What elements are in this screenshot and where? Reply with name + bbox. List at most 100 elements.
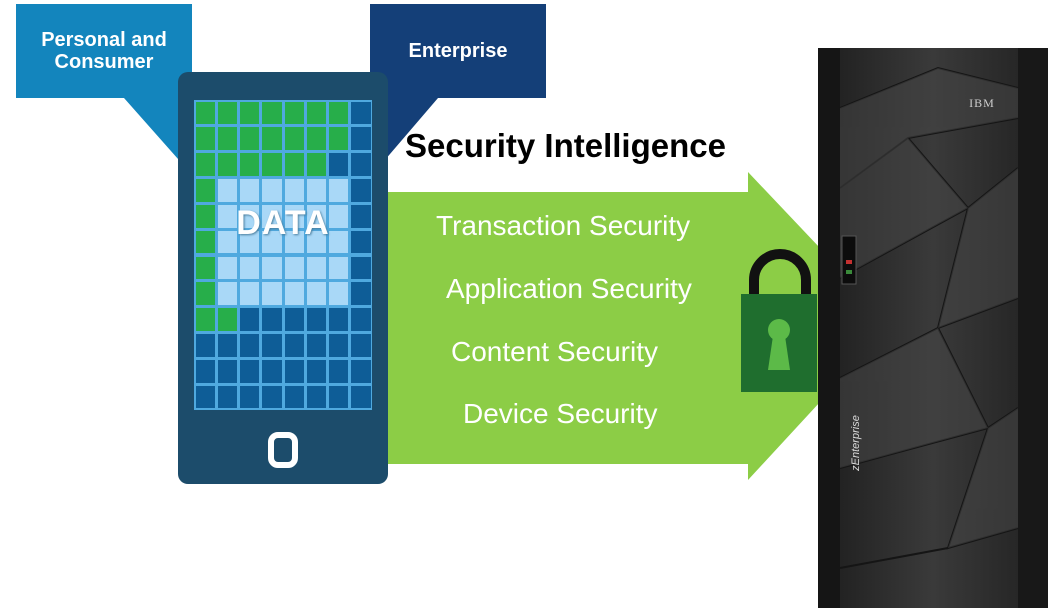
- screen-cell: [195, 179, 215, 202]
- screen-cell: [306, 308, 326, 331]
- screen-cell: [284, 230, 304, 254]
- screen-cell: [240, 308, 260, 331]
- enterprise-callout-shape: [370, 4, 546, 168]
- screen-cell: [195, 359, 215, 383]
- screen-cell: [306, 153, 326, 176]
- device-screen-grid: [194, 100, 372, 410]
- screen-cell: [240, 359, 260, 383]
- screen-cell: [351, 385, 371, 409]
- screen-cell: [351, 230, 371, 254]
- screen-cell: [262, 359, 282, 383]
- screen-cell: [240, 101, 260, 125]
- screen-cell: [329, 359, 349, 383]
- padlock-icon: [741, 249, 817, 392]
- screen-cell: [240, 282, 260, 306]
- screen-cell: [351, 282, 371, 306]
- security-item-application: Application Security: [446, 273, 692, 304]
- screen-cell: [329, 256, 349, 280]
- screen-cell: [217, 204, 237, 228]
- screen-cell: [217, 282, 237, 306]
- screen-cell: [195, 230, 215, 254]
- screen-cell: [195, 385, 215, 409]
- security-item-transaction: Transaction Security: [436, 210, 691, 241]
- screen-cell: [329, 282, 349, 306]
- screen-cell: [284, 127, 304, 151]
- screen-cell: [240, 153, 260, 176]
- security-arrow: [386, 172, 892, 480]
- screen-cell: [284, 153, 304, 176]
- screen-cell: [217, 153, 237, 176]
- screen-cell: [329, 127, 349, 151]
- screen-cell: [284, 308, 304, 331]
- data-label: DATA: [236, 203, 330, 242]
- screen-cell: [306, 204, 326, 228]
- screen-cell: [262, 153, 282, 176]
- screen-cell: [351, 308, 371, 331]
- screen-cell: [217, 127, 237, 151]
- screen-cell: [351, 359, 371, 383]
- screen-cell: [195, 282, 215, 306]
- screen-cell: [329, 334, 349, 357]
- screen-cell: [195, 204, 215, 228]
- screen-cell: [262, 230, 282, 254]
- screen-cell: [217, 101, 237, 125]
- screen-cell: [240, 230, 260, 254]
- screen-cell: [262, 308, 282, 331]
- screen-cell: [306, 282, 326, 306]
- screen-cell: [262, 101, 282, 125]
- screen-cell: [306, 179, 326, 202]
- home-button-icon: [268, 432, 298, 468]
- screen-cell: [351, 179, 371, 202]
- screen-cell: [240, 256, 260, 280]
- screen-cell: [240, 334, 260, 357]
- screen-cell: [217, 179, 237, 202]
- screen-cell: [306, 101, 326, 125]
- screen-cell: [329, 385, 349, 409]
- screen-cell: [351, 256, 371, 280]
- screen-cell: [329, 153, 349, 176]
- screen-cell: [195, 101, 215, 125]
- screen-cell: [217, 256, 237, 280]
- screen-cell: [195, 153, 215, 176]
- personal-callout-line2: Consumer: [54, 51, 154, 73]
- screen-cell: [284, 282, 304, 306]
- screen-cell: [262, 334, 282, 357]
- screen-cell: [284, 179, 304, 202]
- screen-cell: [195, 334, 215, 357]
- screen-cell: [240, 385, 260, 409]
- screen-cell: [306, 334, 326, 357]
- personal-callout-line1: Personal and: [41, 29, 167, 51]
- personal-callout-shape: [16, 4, 192, 168]
- screen-cell: [284, 385, 304, 409]
- screen-cell: [351, 101, 371, 125]
- screen-cell: [351, 127, 371, 151]
- screen-cell: [195, 308, 215, 331]
- screen-cell: [284, 334, 304, 357]
- screen-cell: [217, 308, 237, 331]
- screen-cell: [195, 256, 215, 280]
- screen-cell: [329, 179, 349, 202]
- screen-cell: [284, 256, 304, 280]
- screen-cell: [306, 385, 326, 409]
- screen-cell: [306, 359, 326, 383]
- ibm-logo: IBM: [969, 96, 995, 110]
- screen-cell: [284, 204, 304, 228]
- screen-cell: [284, 359, 304, 383]
- screen-cell: [329, 101, 349, 125]
- screen-cell: [262, 127, 282, 151]
- screen-cell: [217, 359, 237, 383]
- screen-cell: [351, 204, 371, 228]
- screen-cell: [351, 334, 371, 357]
- screen-cell: [217, 385, 237, 409]
- mainframe-server: [818, 48, 1048, 608]
- screen-cell: [306, 230, 326, 254]
- screen-cell: [240, 127, 260, 151]
- screen-cell: [306, 127, 326, 151]
- zenterprise-brand-label: zEnterprise: [850, 415, 862, 471]
- screen-cell: [351, 153, 371, 176]
- security-intelligence-title: Security Intelligence: [405, 127, 726, 164]
- personal-consumer-callout: Personal and Consumer: [16, 4, 192, 98]
- screen-cell: [262, 282, 282, 306]
- screen-cell: [240, 179, 260, 202]
